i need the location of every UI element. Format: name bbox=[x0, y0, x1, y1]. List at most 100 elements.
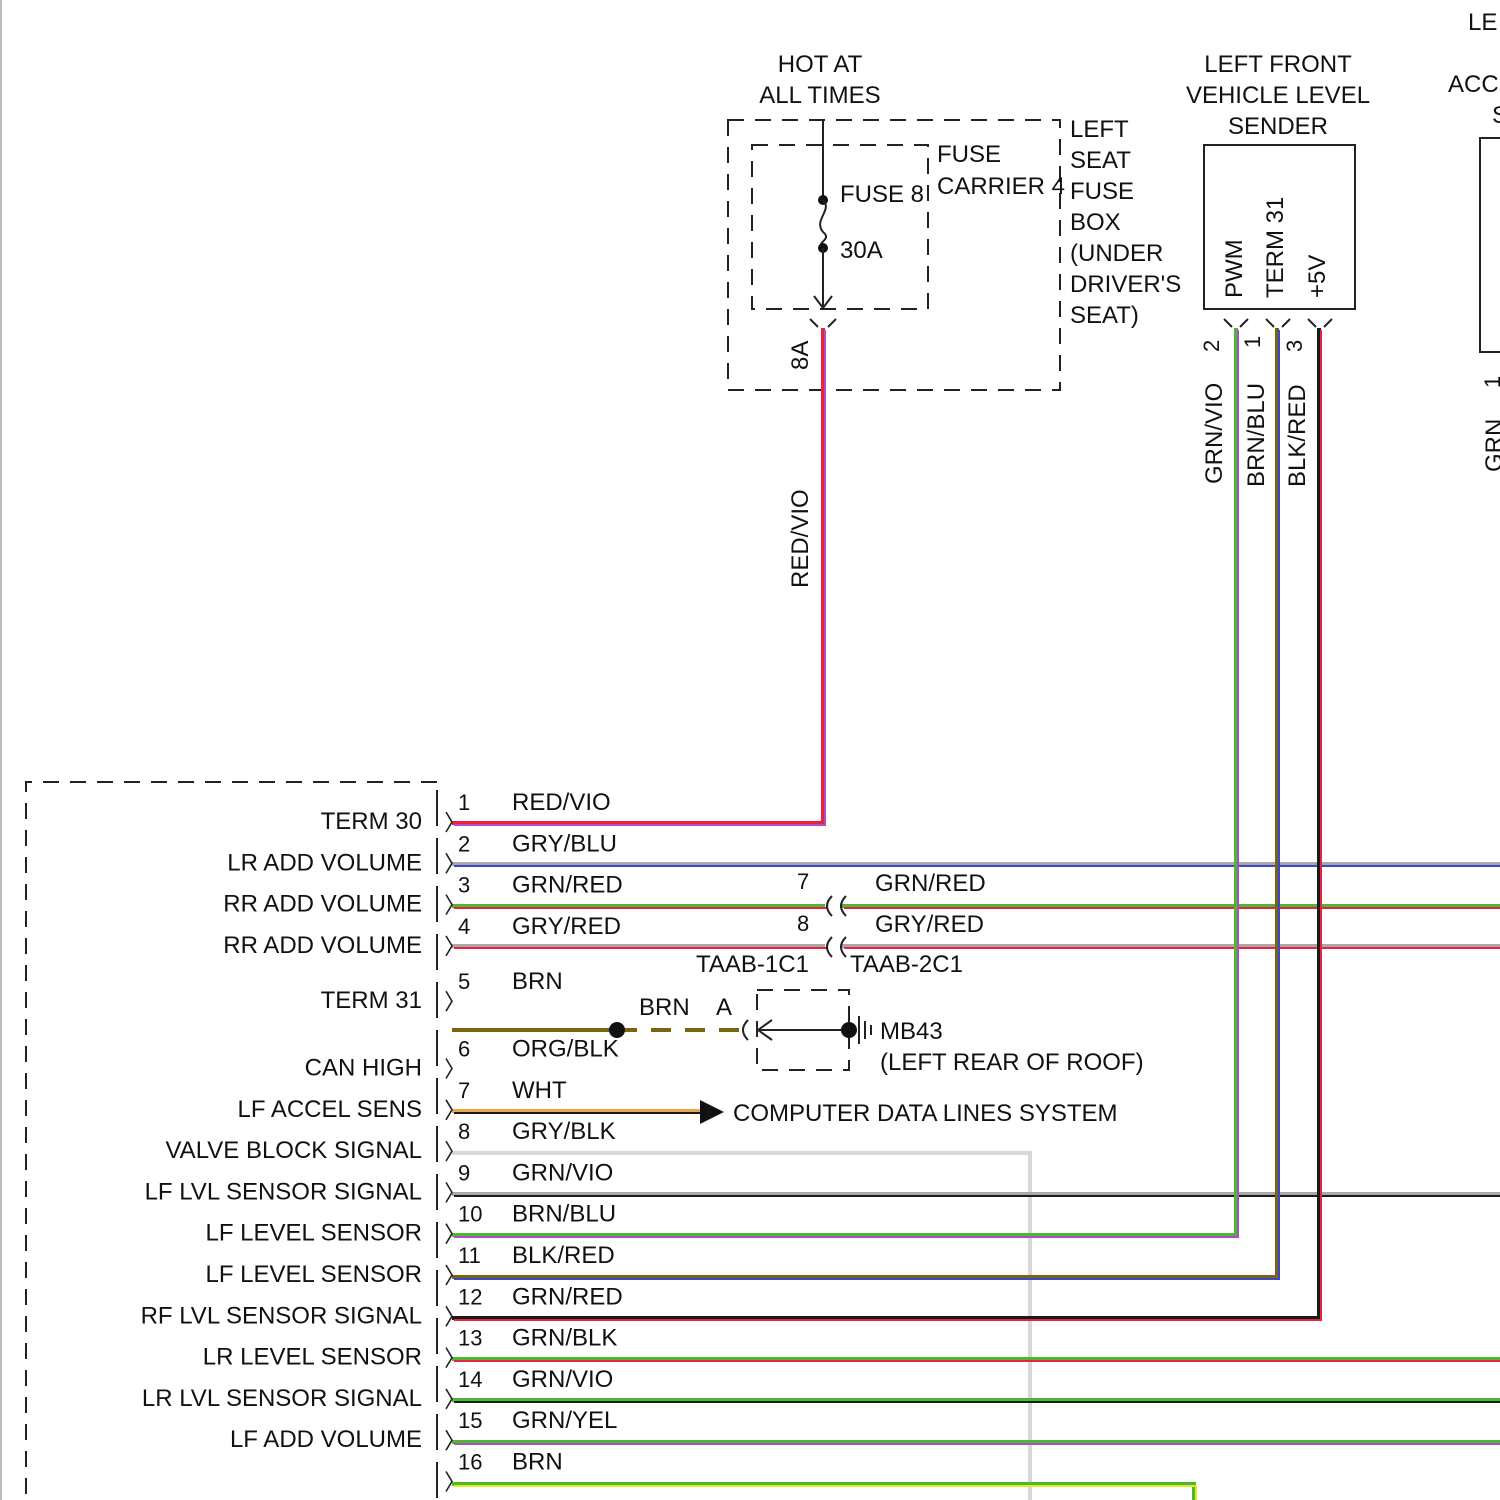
pin-wire-label: BRN bbox=[512, 1449, 563, 1476]
pin-connector-icon bbox=[446, 1182, 452, 1202]
pin-number: 1 bbox=[458, 790, 470, 815]
fuse-box-connector-icon bbox=[810, 319, 836, 327]
sender-wire-label: GRN/VIO bbox=[1201, 383, 1228, 484]
pin-function-label: LR LEVEL SENSOR bbox=[203, 1344, 422, 1371]
fuse-box: HOT AT ALL TIMES FUSE 8 30A FUSE CARRIER… bbox=[728, 51, 1181, 588]
pin-wire-label: GRN/YEL bbox=[512, 1407, 617, 1434]
ground-dot bbox=[841, 1022, 857, 1038]
pin-number: 10 bbox=[458, 1202, 482, 1227]
sender-pin-number: 3 bbox=[1282, 340, 1307, 352]
next-component-wire: GRN bbox=[1481, 419, 1500, 472]
module-pin-row: 11 BLK/RED LF LEVEL SENSOR bbox=[205, 1242, 614, 1288]
wire-red-vio-term30 bbox=[452, 328, 825, 825]
next-component-partial: LE ACC S 1 GRN bbox=[1448, 9, 1500, 472]
pin-wire-label: GRY/BLU bbox=[512, 830, 617, 857]
pin-function-label: LF LEVEL SENSOR bbox=[205, 1261, 422, 1288]
wire-gry-blk bbox=[452, 1194, 1500, 1196]
inline-wire-label: GRN/RED bbox=[875, 870, 986, 897]
pin-wire-label: GRY/BLK bbox=[512, 1118, 616, 1145]
wire-gry-red-4 bbox=[452, 946, 1500, 948]
ground-mb43: BRN A MB43 (LEFT REAR OF ROOF) bbox=[609, 990, 1144, 1076]
pin-number: 4 bbox=[458, 914, 470, 939]
inline-connector-right-name: TAAB-2C1 bbox=[850, 951, 963, 978]
sender-pin-number: 1 bbox=[1240, 336, 1265, 348]
sender-title-line: LEFT FRONT bbox=[1204, 51, 1352, 78]
wire-gry-blu bbox=[452, 864, 1500, 866]
pin-number: 3 bbox=[458, 873, 470, 898]
wire-org-blk-can bbox=[452, 1111, 704, 1113]
pin-number: 11 bbox=[458, 1243, 481, 1268]
fuse-box-name-line: SEAT bbox=[1070, 147, 1131, 174]
pin-function-label: LF LEVEL SENSOR bbox=[205, 1220, 422, 1247]
pin-number: 16 bbox=[458, 1450, 482, 1475]
pin-function-label: RF LVL SENSOR SIGNAL bbox=[141, 1302, 422, 1329]
pin-number: 5 bbox=[458, 969, 470, 994]
pin-connector-icon bbox=[446, 1100, 452, 1120]
fuse-output-pin: 8A bbox=[787, 341, 814, 370]
pin-function-label: VALVE BLOCK SIGNAL bbox=[165, 1137, 422, 1164]
ground-pin-label: A bbox=[716, 994, 732, 1021]
pin-connector-icon bbox=[446, 1059, 452, 1079]
left-seat-fuse-box-outline bbox=[728, 120, 1060, 390]
module-pin-row: 8 GRY/BLK VALVE BLOCK SIGNAL bbox=[165, 1118, 615, 1164]
ground-wire-label: BRN bbox=[639, 994, 690, 1021]
sender-pin-5v: +5V bbox=[1304, 255, 1331, 298]
module-pin-row: 15 GRN/YEL LF ADD VOLUME bbox=[230, 1407, 617, 1453]
inline-connector-taab: 7 8 GRN/RED GRY/RED TAAB-1C1 TAAB-2C1 bbox=[696, 869, 986, 978]
fuse-name: FUSE 8 bbox=[840, 181, 924, 208]
module-pin-row: 7WHTLF ACCEL SENS bbox=[237, 1077, 567, 1123]
fuse-rating: 30A bbox=[840, 237, 883, 264]
fuse-output-wire-label: RED/VIO bbox=[787, 489, 814, 588]
inline-connector-left-name: TAAB-1C1 bbox=[696, 951, 809, 978]
pin-connector-icon bbox=[446, 1348, 452, 1368]
next-component-title-fragment: LE bbox=[1468, 9, 1497, 36]
pin-number: 9 bbox=[458, 1160, 470, 1185]
inline-pin-number: 7 bbox=[797, 869, 809, 894]
sender-wire-label: BLK/RED bbox=[1284, 384, 1311, 487]
pin-function-label: LF ACCEL SENS bbox=[237, 1096, 422, 1123]
pin-connector-icon bbox=[446, 853, 452, 873]
fuse-box-name-line: BOX bbox=[1070, 209, 1121, 236]
pin-wire-label: BRN/BLU bbox=[512, 1201, 616, 1228]
inline-pin-number: 8 bbox=[797, 911, 809, 936]
wire-grn-blk-13 bbox=[452, 1400, 1500, 1402]
fuse-box-name-line: FUSE bbox=[1070, 178, 1134, 205]
pin-connector-icon bbox=[446, 1472, 452, 1492]
pin-number: 8 bbox=[458, 1119, 470, 1144]
pin-wire-label: BRN bbox=[512, 968, 563, 995]
wire-grn-yel-15 bbox=[452, 1484, 1196, 1500]
next-component-pin: 1 bbox=[1480, 376, 1500, 388]
wire-grn-red-3 bbox=[452, 906, 1500, 908]
hot-at-label-2: ALL TIMES bbox=[759, 82, 880, 109]
module-pin-row: 3GRN/REDRR ADD VOLUME bbox=[223, 872, 622, 918]
data-lines-label: COMPUTER DATA LINES SYSTEM bbox=[733, 1100, 1118, 1127]
pin-wire-label: GRN/BLK bbox=[512, 1325, 617, 1352]
fuse-box-name-line: (UNDER bbox=[1070, 240, 1163, 267]
fuse-carrier-label: FUSE bbox=[937, 141, 1001, 168]
pin-number: 2 bbox=[458, 831, 470, 856]
module-pin-row: 4GRY/REDRR ADD VOLUME bbox=[223, 913, 621, 959]
pin-connector-icon bbox=[446, 1141, 452, 1161]
pin-function-label: CAN HIGH bbox=[305, 1055, 422, 1082]
module-pin-row: 10 BRN/BLU LF LEVEL SENSOR bbox=[205, 1201, 616, 1247]
pin-wire-label: BLK/RED bbox=[512, 1242, 615, 1269]
pin-number: 15 bbox=[458, 1408, 482, 1433]
fuse-box-name-line: SEAT) bbox=[1070, 302, 1139, 329]
fuse-box-name-line: DRIVER'S bbox=[1070, 271, 1181, 298]
inline-wire-label: GRY/RED bbox=[875, 911, 984, 938]
sender-wire-label: BRN/BLU bbox=[1243, 383, 1270, 487]
pin-function-label: RR ADD VOLUME bbox=[223, 891, 422, 918]
next-component-box bbox=[1480, 138, 1500, 352]
data-lines-arrow-icon bbox=[700, 1100, 724, 1124]
pin-wire-label: ORG/BLK bbox=[512, 1036, 619, 1063]
fuse-element bbox=[820, 200, 826, 248]
ground-name: MB43 bbox=[880, 1018, 943, 1045]
pin-function-label: LF ADD VOLUME bbox=[230, 1426, 422, 1453]
fuse-box-name-line: LEFT bbox=[1070, 116, 1129, 143]
